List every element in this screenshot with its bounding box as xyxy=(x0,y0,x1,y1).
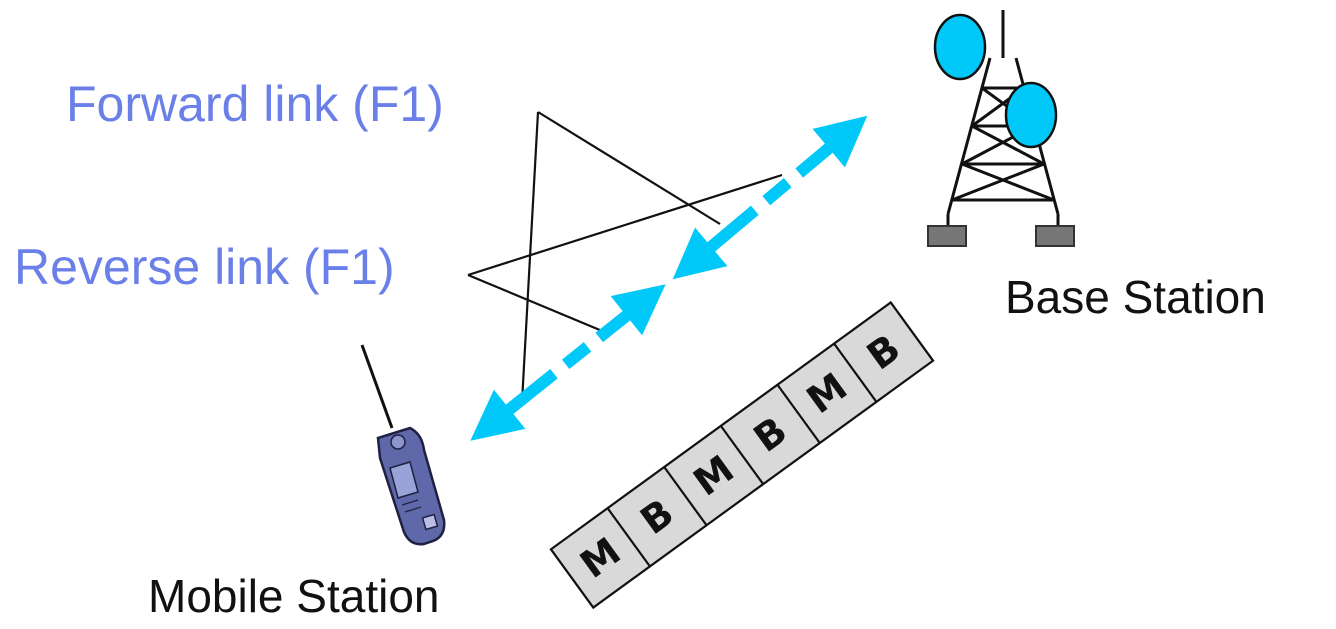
antenna-dish-right-icon xyxy=(1004,81,1058,149)
mobile-station-label: Mobile Station xyxy=(148,570,440,622)
base-station-label: Base Station xyxy=(1005,271,1266,323)
pointer-lines xyxy=(467,111,783,403)
reverse-link-label: Reverse link (F1) xyxy=(14,239,395,295)
mobile-phone-icon xyxy=(360,344,446,546)
link-arrows xyxy=(470,115,868,441)
antenna-dish-left-icon xyxy=(933,13,987,81)
upper-link-arrow xyxy=(672,115,868,280)
tower-footing-right xyxy=(1035,225,1075,247)
forward-pointer-line-b xyxy=(537,111,721,225)
tdd-frame-strip: M B M B M B xyxy=(549,300,935,610)
lower-link-arrow xyxy=(470,284,666,441)
cell-tower-icon xyxy=(927,10,1075,247)
tower-footing-left xyxy=(927,225,967,247)
forward-link-label: Forward link (F1) xyxy=(66,76,444,132)
reverse-pointer-line-b xyxy=(467,273,608,335)
